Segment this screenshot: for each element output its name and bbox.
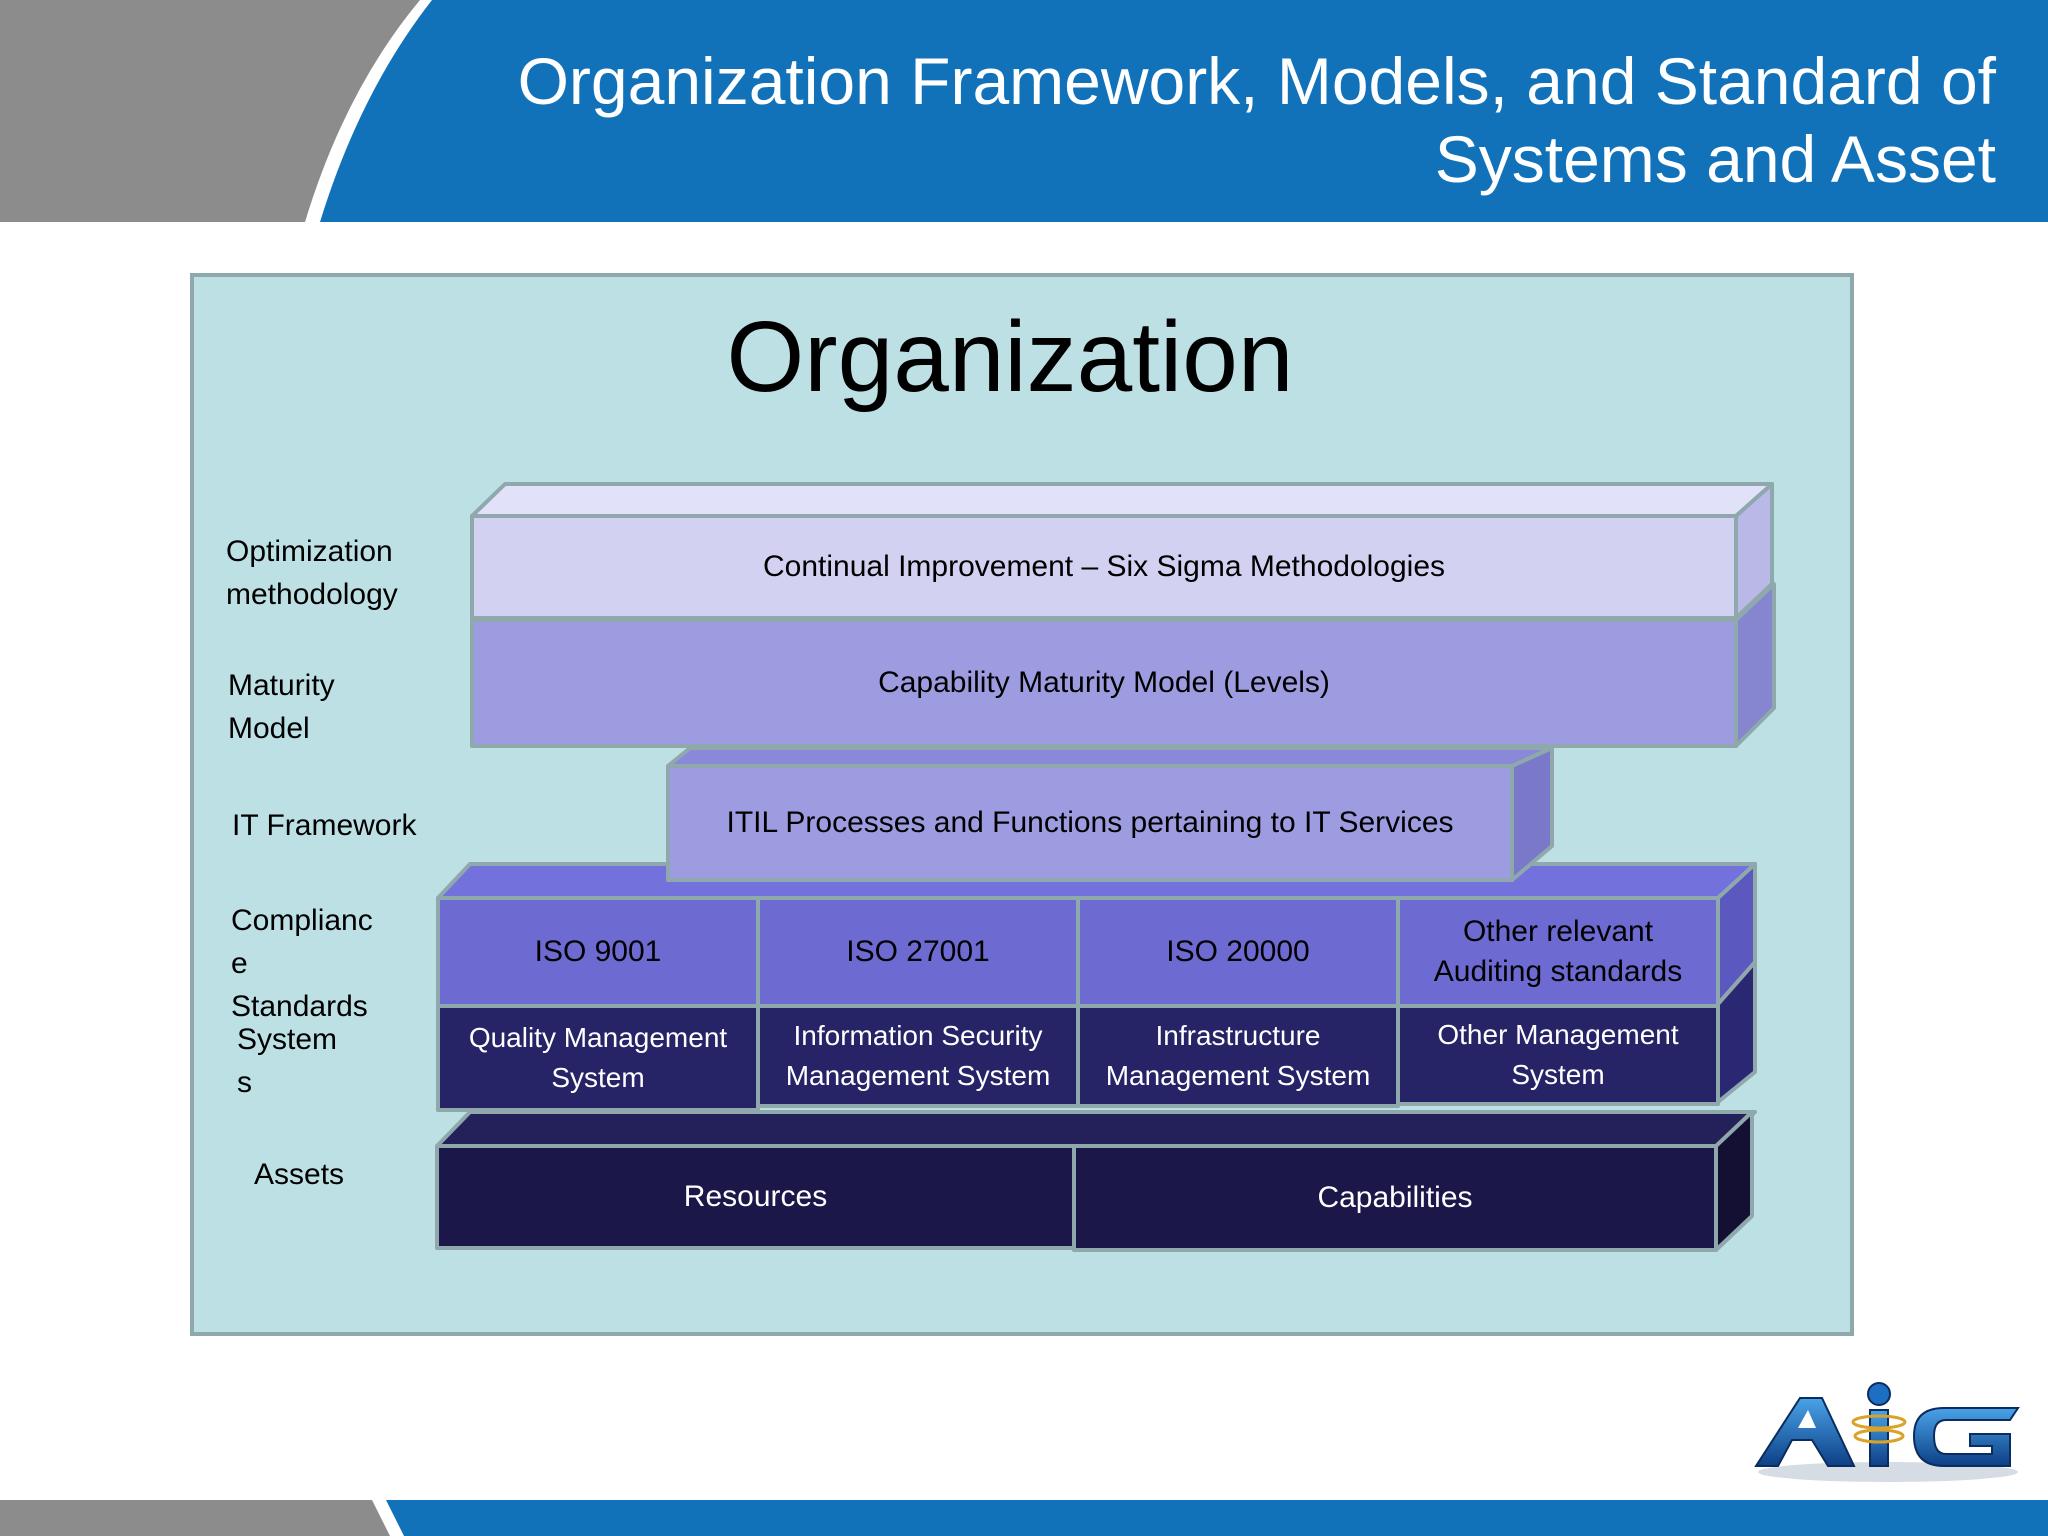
label-it-framework: IT Framework	[232, 809, 417, 842]
assets-label-resources: Resources	[683, 1180, 828, 1213]
system-label-4: Other Management System	[1437, 1019, 1679, 1090]
maturity-model-label: Capability Maturity Model (Levels)	[878, 666, 1330, 699]
aig-logo-icon	[1754, 1382, 2020, 1482]
system-block-1	[436, 1004, 760, 1112]
label-compliance-standards: Complianc e Standards	[231, 904, 373, 1023]
header-banner	[0, 0, 2048, 222]
system-block-4	[1396, 1004, 1720, 1106]
system-label-3: Infrastructure Management System	[1105, 1020, 1371, 1091]
standard-block-4	[1396, 896, 1720, 1008]
assets-block-capabilities	[1072, 1144, 1718, 1252]
slide-title-line-1: Organization Framework, Models, and Stan…	[517, 44, 1996, 118]
standard-label-1: ISO 9001	[534, 935, 662, 968]
standard-label-2: ISO 27001	[846, 935, 990, 968]
itil-label: ITIL Processes and Functions pertaining …	[726, 806, 1454, 839]
continual-improvement-block	[470, 514, 1738, 620]
diagram-title: Organization	[726, 301, 1294, 413]
label-assets: Assets	[254, 1158, 345, 1191]
system-label-2: Information Security Management System	[785, 1020, 1051, 1091]
footer-bar	[0, 1500, 2048, 1536]
slide-title-line-2: Systems and Asset	[1434, 122, 1996, 196]
label-maturity-model: Maturity Model	[228, 669, 335, 745]
maturity-model-block	[470, 618, 1738, 748]
system-block-2	[756, 1004, 1080, 1108]
standard-label-4: Other relevant Auditing standards	[1433, 915, 1683, 988]
label-systems: System s	[237, 1023, 338, 1099]
standard-block-3	[1076, 896, 1400, 1008]
assets-label-capabilities: Capabilities	[1317, 1181, 1473, 1214]
continual-improvement-label: Continual Improvement – Six Sigma Method…	[762, 550, 1446, 583]
label-optimization-methodology: Optimization methodology	[226, 535, 398, 611]
itil-block	[666, 764, 1514, 882]
system-label-1: Quality Management System	[468, 1022, 728, 1093]
standard-label-3: ISO 20000	[1166, 935, 1310, 968]
assets-block-resources	[435, 1144, 1076, 1250]
